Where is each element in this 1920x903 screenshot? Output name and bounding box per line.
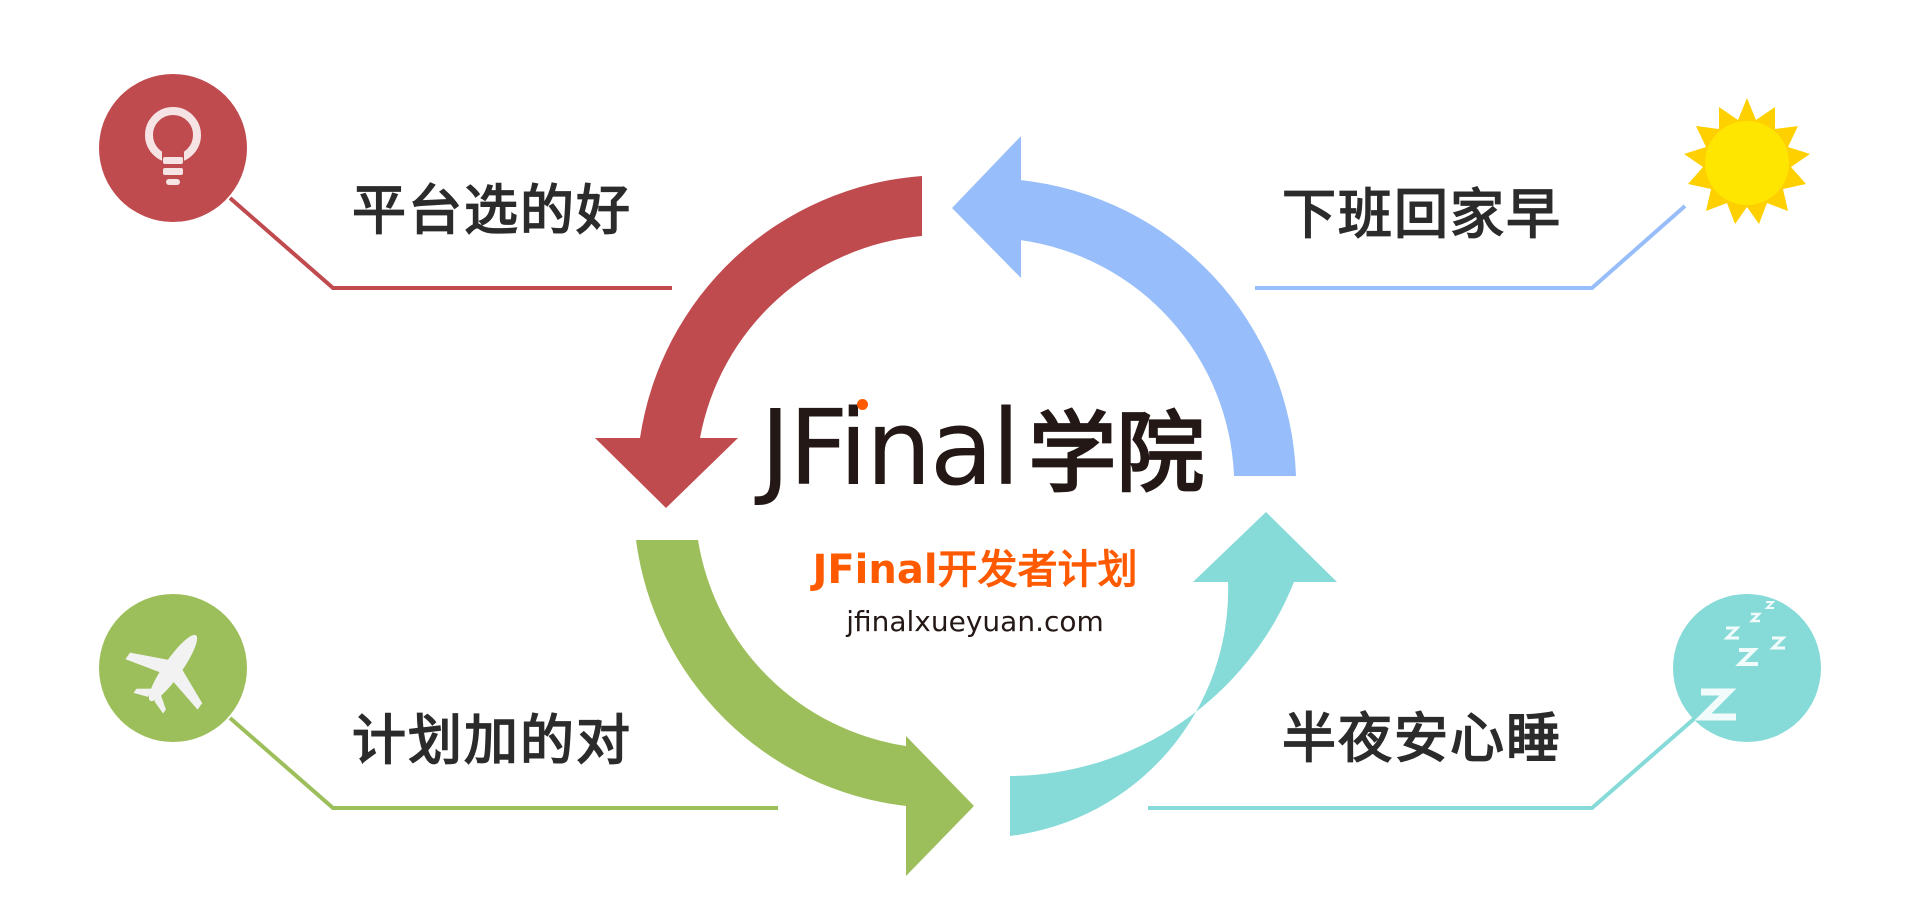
arrow-green [636, 540, 974, 876]
lightbulb-icon [99, 74, 247, 222]
arrow-red [595, 176, 922, 508]
connector-line-bottom-left [228, 716, 778, 810]
plan-title: JFinal开发者计划 [812, 547, 1138, 593]
connector-line-top-left [228, 196, 672, 290]
node-label-bottom-left: 计划加的对 [352, 709, 632, 772]
node-label-bottom-right: 半夜安心睡 [1282, 707, 1562, 770]
connector-line-bottom-right [1148, 716, 1697, 810]
brand-name-en: JFinal [760, 387, 1020, 509]
brand-name-cn: 学院 [1028, 402, 1205, 505]
node-label-top-right: 下班回家早 [1282, 183, 1562, 246]
sleep-icon [1673, 594, 1821, 742]
sun-icon [1684, 98, 1810, 224]
arrow-blue [952, 136, 1296, 476]
brand-dot [857, 399, 868, 410]
arrow-teal [1010, 512, 1337, 836]
airplane-icon [99, 594, 247, 742]
node-label-top-left: 平台选的好 [352, 179, 632, 242]
brand-logo-text: JFinal [760, 387, 1020, 509]
connector-line-top-right [1255, 204, 1687, 290]
site-url[interactable]: jfinalxueyuan.com [846, 605, 1104, 638]
